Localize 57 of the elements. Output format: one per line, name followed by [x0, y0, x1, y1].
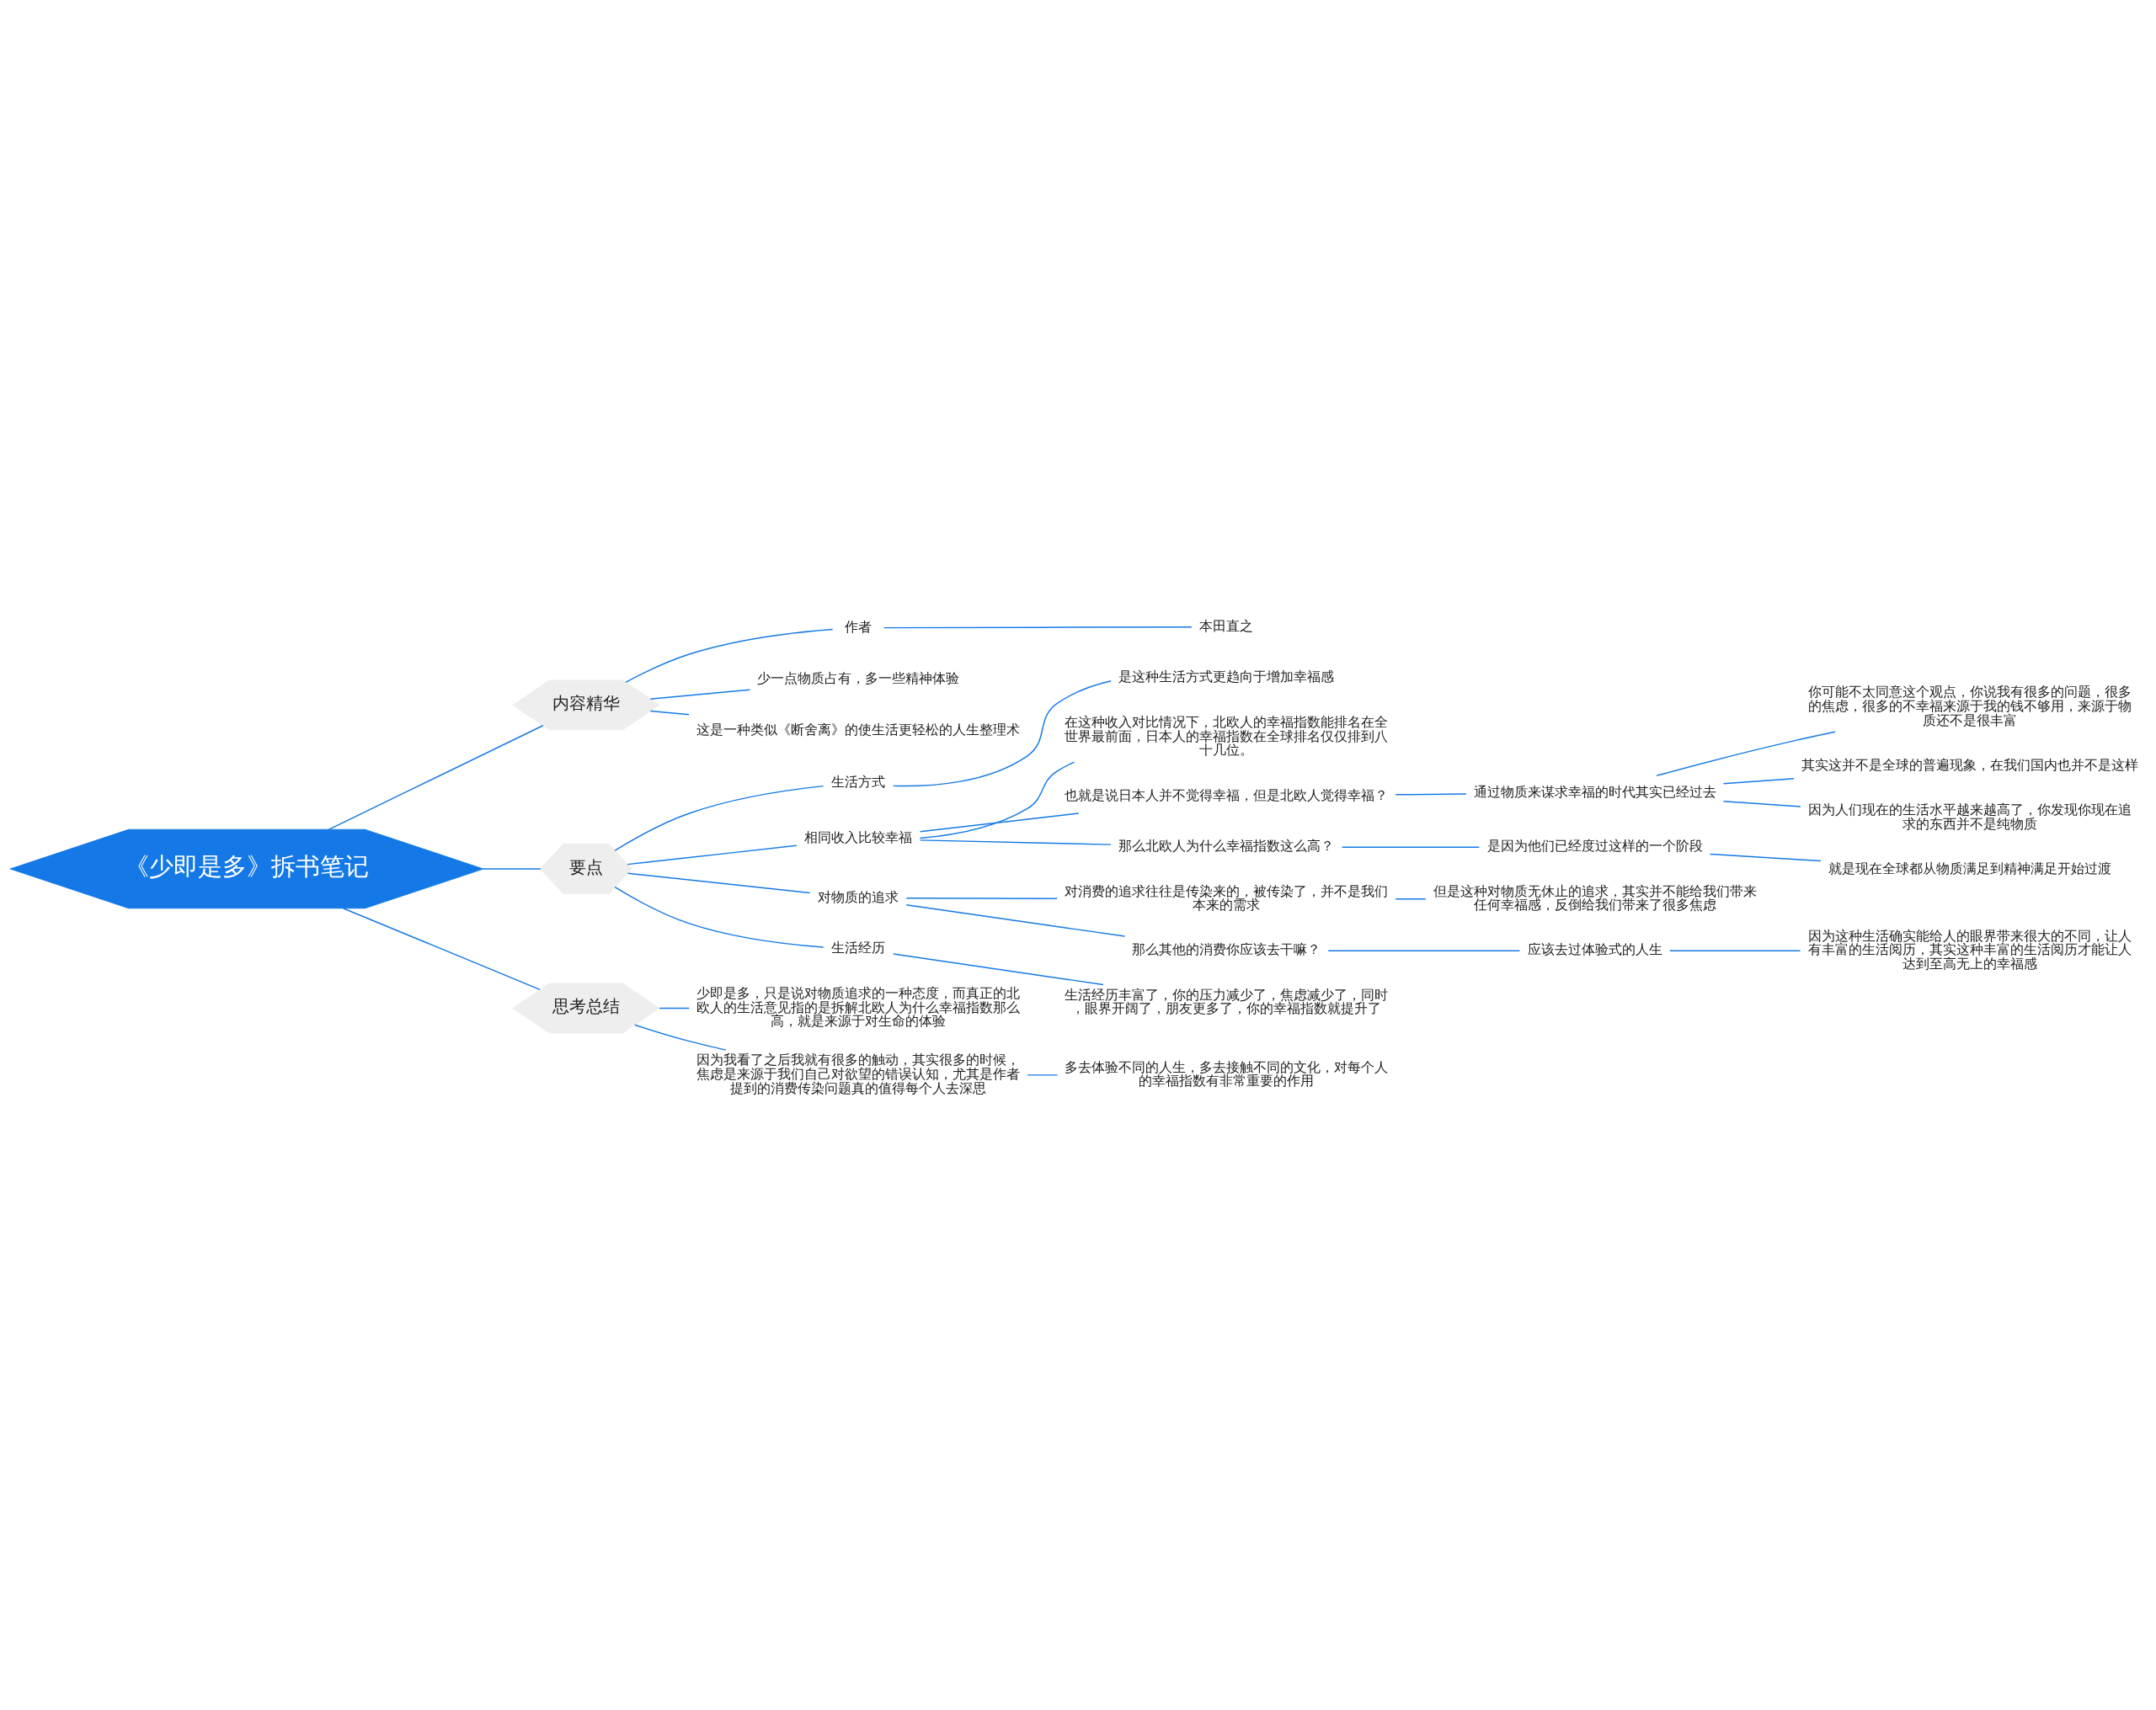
connector [893, 680, 1112, 787]
node-text: 生活方式 [831, 774, 886, 791]
connector [919, 761, 1075, 839]
node-text: 那么其他的消费你应该去干嘛？ [1132, 941, 1321, 958]
connector [1669, 950, 1801, 951]
connector [627, 872, 811, 894]
connector [1395, 793, 1467, 796]
node-text: 因为这种生活确实能给人的眼界带来很大的不同，让人有丰富的生活阅历，其实这种丰富的生活阅历才能让人达到至高无上的幸福感 [1807, 927, 2132, 972]
connector [1027, 1074, 1059, 1076]
connector [614, 886, 825, 948]
node-text: 因为人们现在的生活水平越来越高了，你发现你现在追求的东西并不是纯物质 [1807, 802, 2132, 833]
connector [883, 626, 1193, 629]
node-text: 本田直之 [1199, 617, 1254, 634]
connector [1341, 846, 1481, 848]
node-text: 因为我看了之后我就有很多的触动，其实很多的时候，焦虑是来源于我们自己对欲望的错误认知，尤其是作者提到的消费传染问题真的值得每个人去深思 [696, 1052, 1021, 1096]
connector [1722, 801, 1801, 807]
node-text: 是因为他们已经度过这样的一个阶段 [1486, 838, 1703, 855]
connector [659, 1007, 691, 1009]
connector [634, 1024, 727, 1051]
connector [919, 839, 1112, 845]
connector [328, 725, 544, 831]
connector [1395, 898, 1427, 900]
node-text: 作者 [845, 618, 873, 635]
node-text: 就是现在全球都从物质满足到精神满足开始过渡 [1828, 860, 2111, 877]
connector [893, 953, 1104, 986]
connector [1327, 950, 1521, 951]
node-text: 这是一种类似《断舍离》的使生活更轻松的人生整理术 [696, 721, 1021, 738]
connector [905, 898, 1058, 899]
node-text: 少即是多，只是说对物质追求的一种态度，而真正的北欧人的生活意见指的是拆解北欧人为什么幸福指数那么高，就是来源于对生命的体验 [696, 984, 1021, 1030]
connector [1709, 853, 1822, 862]
node-text: 你可能不太同意这个观点，你说我有很多的问题，很多的焦虑，很多的不幸福来源于我的钱不够用，来源于物质还不是很丰富 [1807, 684, 2132, 728]
connector [649, 689, 751, 701]
connector [1722, 778, 1795, 785]
connector [649, 710, 690, 716]
connector [905, 904, 1126, 937]
node-text: 其实这并不是全球的普遍现象，在我们国内也并不是这样 [1801, 757, 2138, 774]
connector [342, 908, 541, 991]
node-text: 但是这种对物质无休止的追求，其实并不能给我们带来任何幸福感，反倒给我们带来了很多焦虑 [1433, 882, 1757, 914]
connector [625, 628, 834, 684]
node-text: 相同收入比较幸福 [804, 829, 913, 846]
connector [614, 785, 825, 851]
node-text: 在这种收入对比情况下，北欧人的幸福指数能排名在全世界最前面，日本人的幸福指数在全球排名仅仅排到八十几位。 [1065, 713, 1389, 759]
node-text: 是这种生活方式更趋向于增加幸福感 [1118, 669, 1335, 685]
node-text: 应该去过体验式的人生 [1527, 941, 1662, 958]
node-text: 也就是说日本人并不觉得幸福，但是北欧人觉得幸福？ [1065, 787, 1389, 804]
node-text: 多去体验不同的人生，多去接触不同的文化，对每个人的幸福指数有非常重要的作用 [1065, 1058, 1389, 1089]
node-text: 那么北欧人为什么幸福指数这么高？ [1118, 838, 1335, 855]
node-text: 对消费的追求往往是传染来的，被传染了，并不是我们本来的需求 [1065, 882, 1389, 914]
connector [919, 812, 1080, 833]
node-text: 生活经历 [831, 940, 886, 956]
connector [482, 868, 542, 870]
node-text: 生活经历丰富了，你的压力减少了，焦虑减少了，同时，眼界开阔了，朋友更多了，你的幸福指数就提升了 [1065, 986, 1389, 1017]
node-text: 少一点物质占有，多一些精神体验 [757, 670, 960, 687]
connector [627, 844, 798, 866]
node-text: 通过物质来谋求幸福的时代其实已经过去 [1473, 783, 1716, 800]
node-text: 对物质的追求 [818, 888, 899, 905]
connector [1656, 731, 1836, 776]
